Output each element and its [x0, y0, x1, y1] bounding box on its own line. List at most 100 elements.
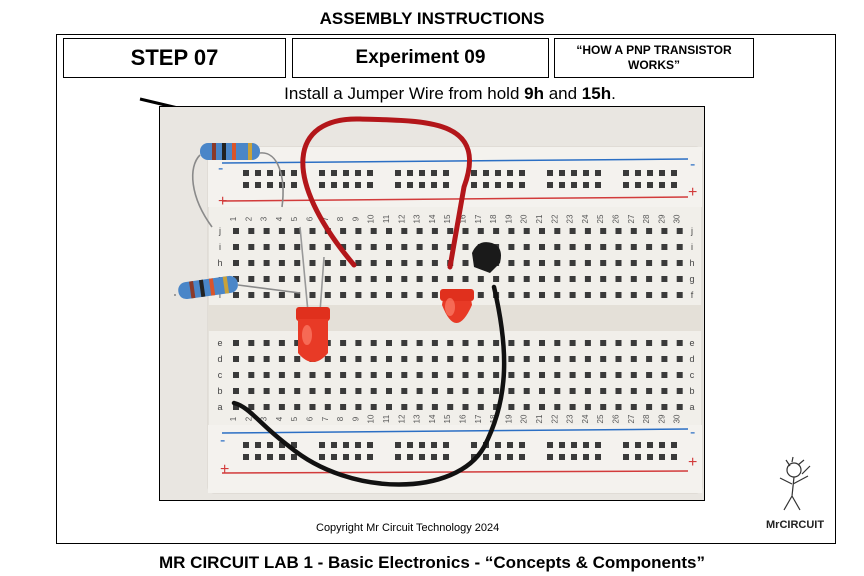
- breadboard-hole: [584, 404, 591, 410]
- breadboard-hole: [248, 292, 255, 298]
- breadboard-hole: [600, 292, 607, 298]
- breadboard-hole: [615, 372, 622, 378]
- breadboard-hole: [584, 340, 591, 346]
- breadboard-hole: [523, 260, 530, 266]
- breadboard-hole: [294, 260, 301, 266]
- breadboard-hole: [386, 404, 392, 410]
- breadboard-hole: [600, 404, 607, 410]
- breadboard-hole: [571, 170, 577, 176]
- instruction-text: Install a Jumper Wire from hold 9h and 1…: [0, 84, 864, 104]
- breadboard-hole: [278, 404, 285, 410]
- breadboard-hole: [671, 442, 677, 448]
- breadboard-hole: [519, 182, 525, 188]
- breadboard-hole: [676, 276, 683, 282]
- column-number-top: 6: [306, 216, 315, 221]
- breadboard-hole: [355, 454, 361, 460]
- breadboard-hole: [647, 182, 653, 188]
- breadboard-hole: [595, 170, 601, 176]
- breadboard-hole: [355, 182, 361, 188]
- column-number-top: 3: [260, 216, 269, 221]
- breadboard-hole: [233, 404, 239, 410]
- breadboard-hole: [278, 388, 285, 394]
- breadboard-hole: [416, 404, 423, 410]
- breadboard-hole: [676, 356, 683, 362]
- breadboard-hole: [443, 170, 449, 176]
- breadboard-hole: [508, 292, 515, 298]
- breadboard-hole: [324, 276, 331, 282]
- breadboard-hole: [248, 388, 255, 394]
- column-number-top: 20: [520, 214, 529, 223]
- resistor-top: [191, 143, 284, 228]
- breadboard-hole: [635, 442, 641, 448]
- breadboard-hole: [583, 170, 589, 176]
- breadboard-hole: [630, 292, 637, 298]
- breadboard-hole: [355, 292, 362, 298]
- breadboard-hole: [559, 170, 565, 176]
- breadboard-hole: [471, 442, 477, 448]
- instruction-end: .: [611, 84, 616, 103]
- breadboard-hole: [615, 356, 622, 362]
- breadboard-hole: [554, 292, 561, 298]
- breadboard-hole: [584, 228, 591, 234]
- breadboard-hole: [431, 372, 438, 378]
- breadboard-hole: [395, 182, 401, 188]
- column-number-bottom: 5: [290, 416, 299, 421]
- breadboard-hole: [294, 340, 301, 346]
- breadboard-hole: [539, 244, 545, 250]
- rail-minus-top-right: -: [690, 156, 695, 173]
- breadboard-hole: [559, 442, 565, 448]
- breadboard-hole: [248, 404, 255, 410]
- row-letter-right: g: [689, 274, 694, 284]
- breadboard-hole: [623, 170, 629, 176]
- breadboard-hole: [554, 388, 561, 394]
- copyright-text: Copyright Mr Circuit Technology 2024: [316, 522, 500, 534]
- breadboard-hole: [340, 388, 347, 394]
- breadboard-hole: [477, 228, 484, 234]
- breadboard-hole: [462, 372, 469, 378]
- breadboard-hole: [407, 182, 413, 188]
- column-number-bottom: 26: [612, 414, 621, 423]
- breadboard-hole: [495, 182, 501, 188]
- breadboard-hole: [431, 244, 438, 250]
- breadboard-hole: [646, 260, 653, 266]
- breadboard-hole: [447, 388, 454, 394]
- breadboard-hole: [386, 356, 392, 362]
- column-number-bottom: 3: [260, 416, 269, 421]
- breadboard-hole: [523, 340, 530, 346]
- breadboard-hole: [483, 170, 489, 176]
- breadboard-hole: [370, 340, 377, 346]
- logo-text: MrCIRCUIT: [766, 519, 824, 531]
- breadboard-hole: [523, 244, 530, 250]
- breadboard-hole: [646, 228, 653, 234]
- breadboard-hole: [554, 372, 561, 378]
- breadboard-hole: [370, 356, 377, 362]
- breadboard-hole: [291, 182, 297, 188]
- breadboard-hole: [477, 388, 484, 394]
- breadboard-hole: [243, 454, 249, 460]
- breadboard-hole: [294, 404, 301, 410]
- breadboard-hole: [294, 244, 301, 250]
- breadboard-hole: [523, 388, 530, 394]
- breadboard-hole: [355, 170, 361, 176]
- breadboard-hole: [571, 182, 577, 188]
- column-number-bottom: 23: [566, 414, 575, 423]
- breadboard-hole: [324, 372, 331, 378]
- breadboard-hole: [401, 244, 408, 250]
- breadboard-hole: [355, 388, 362, 394]
- breadboard-hole: [248, 244, 255, 250]
- breadboard-hole: [233, 372, 239, 378]
- breadboard-hole: [309, 276, 316, 282]
- breadboard-hole: [661, 260, 668, 266]
- breadboard-hole: [416, 388, 423, 394]
- breadboard-hole: [569, 276, 576, 282]
- breadboard-hole: [569, 244, 576, 250]
- rail-minus-bottom-right: -: [690, 424, 695, 441]
- breadboard-hole: [340, 244, 347, 250]
- breadboard-hole: [659, 454, 665, 460]
- breadboard-hole: [623, 442, 629, 448]
- breadboard-hole: [407, 170, 413, 176]
- jumper-wire-red: [300, 116, 473, 270]
- breadboard-hole: [324, 292, 331, 298]
- breadboard-hole: [539, 356, 545, 362]
- breadboard-hole: [267, 170, 273, 176]
